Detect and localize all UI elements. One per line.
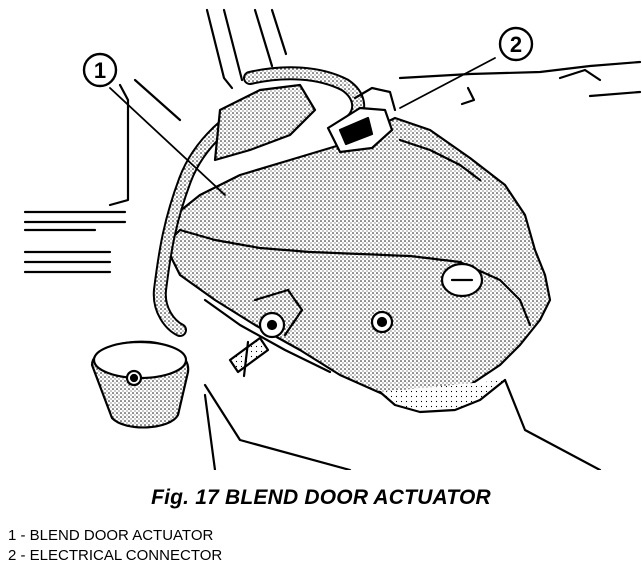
- callout-1-leader: [109, 87, 226, 196]
- callout-leaders: [109, 57, 496, 196]
- callout-2-leader: [399, 57, 496, 109]
- legend-item-electrical-connector: 2 - ELECTRICAL CONNECTOR: [8, 547, 223, 564]
- dash-panel-outline: [23, 8, 642, 274]
- mounting-screw: [370, 310, 394, 334]
- callout-2: 2: [498, 26, 534, 62]
- svg-text:1: 1: [94, 58, 106, 83]
- wiring-harness: [152, 66, 366, 337]
- electrical-connector: [326, 86, 397, 154]
- output-shaft: [440, 262, 484, 298]
- figure-caption: Fig. 17 BLEND DOOR ACTUATOR: [151, 486, 491, 509]
- lower-duct: [203, 378, 602, 470]
- actuator-housing: [163, 116, 552, 414]
- callout-legend: 1 - BLEND DOOR ACTUATOR 2 - ELECTRICAL C…: [8, 526, 222, 566]
- callout-1: 1: [82, 52, 118, 88]
- legend-item-blend-door-actuator: 1 - BLEND DOOR ACTUATOR: [8, 527, 214, 544]
- blend-door-actuator-illustration: 1 2: [23, 8, 642, 470]
- knob-cap: [90, 340, 190, 429]
- svg-text:2: 2: [510, 32, 522, 57]
- door-lever: [228, 288, 304, 378]
